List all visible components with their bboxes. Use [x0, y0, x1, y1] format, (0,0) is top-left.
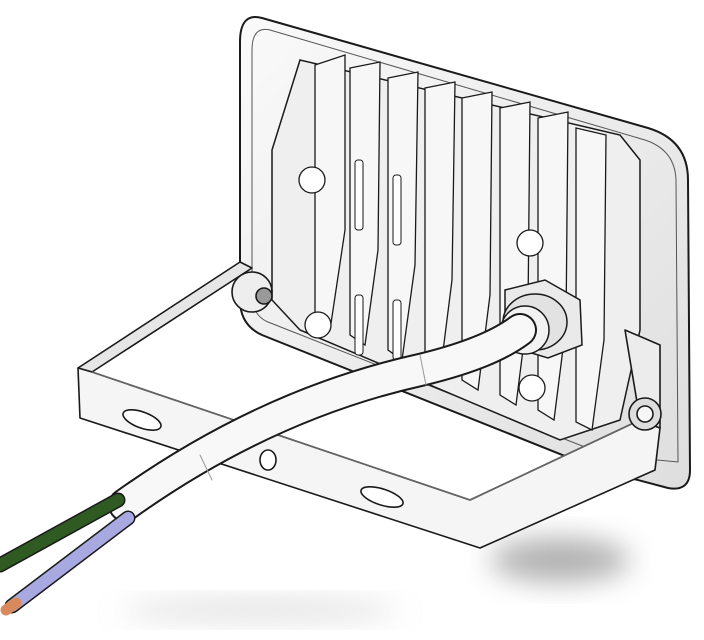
fin: [349, 61, 381, 347]
pivot-bolt-left: [255, 287, 273, 305]
plate-inner-rim: [251, 28, 679, 463]
fin: [575, 127, 607, 431]
bracket-slot: [360, 485, 404, 509]
wires: [0, 492, 136, 616]
bracket-left-arm: [77, 261, 253, 373]
heatsink-fins: [314, 54, 607, 431]
bracket-hole: [259, 449, 277, 471]
boss: [518, 374, 546, 402]
copper-tip: [0, 597, 22, 616]
cable-shadow: [120, 600, 400, 620]
boss: [298, 166, 326, 194]
power-cable: [108, 313, 537, 522]
boss: [516, 229, 544, 257]
boss: [304, 311, 332, 339]
fin-slots: [354, 159, 402, 361]
screw-bosses: [298, 166, 546, 402]
ground-shadow: [490, 538, 630, 582]
fin: [387, 71, 419, 362]
bracket-top-edge: [91, 371, 641, 501]
fin: [314, 54, 346, 332]
bracket-slot: [122, 409, 162, 431]
mounting-bracket: [77, 261, 662, 549]
fin: [424, 81, 456, 377]
